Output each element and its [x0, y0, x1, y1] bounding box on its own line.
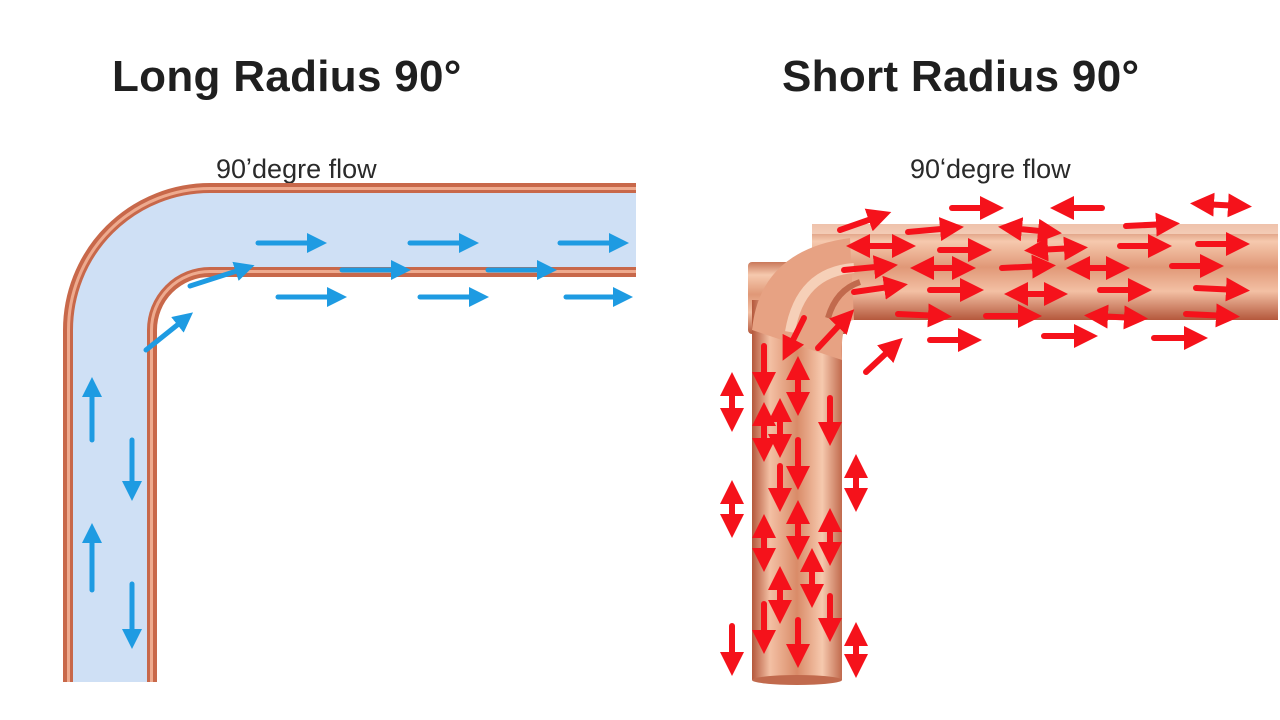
flow-arrow	[895, 303, 952, 328]
flow-arrow	[1193, 277, 1250, 302]
flow-arrow	[998, 217, 1062, 243]
long-radius-elbow-diagram	[63, 183, 636, 682]
flow-arrow	[1123, 212, 1180, 237]
flow-arrow	[863, 337, 903, 375]
flow-arrow	[815, 309, 855, 351]
short-radius-title: Short Radius 90°	[782, 52, 1140, 101]
short-radius-subtitle: 90ʻdegre flow	[910, 154, 1071, 184]
flow-arrow	[143, 312, 194, 353]
flow-arrow	[841, 255, 898, 280]
flow-arrow	[1084, 304, 1148, 330]
short-radius-elbow-diagram	[720, 192, 1278, 685]
flow-arrow	[1024, 236, 1088, 262]
laminar-flow-arrows	[82, 233, 633, 649]
flow-arrow	[782, 315, 807, 361]
flow-arrow	[1183, 303, 1240, 328]
long-radius-title: Long Radius 90°	[112, 52, 462, 101]
flow-arrow	[837, 208, 892, 233]
flow-arrow	[1190, 192, 1252, 218]
long-radius-panel: Long Radius 90° 90ʼdegre flow	[63, 52, 636, 682]
long-radius-pipe	[63, 183, 636, 682]
flow-arrow	[851, 275, 908, 300]
short-radius-panel: Short Radius 90° 90ʻdegre flow	[640, 0, 1280, 720]
flow-arrow	[999, 254, 1056, 279]
flow-arrow	[187, 261, 255, 289]
flow-arrow	[905, 217, 964, 242]
turbulent-flow-arrows	[720, 192, 1252, 678]
long-radius-subtitle: 90ʼdegre flow	[216, 154, 377, 184]
